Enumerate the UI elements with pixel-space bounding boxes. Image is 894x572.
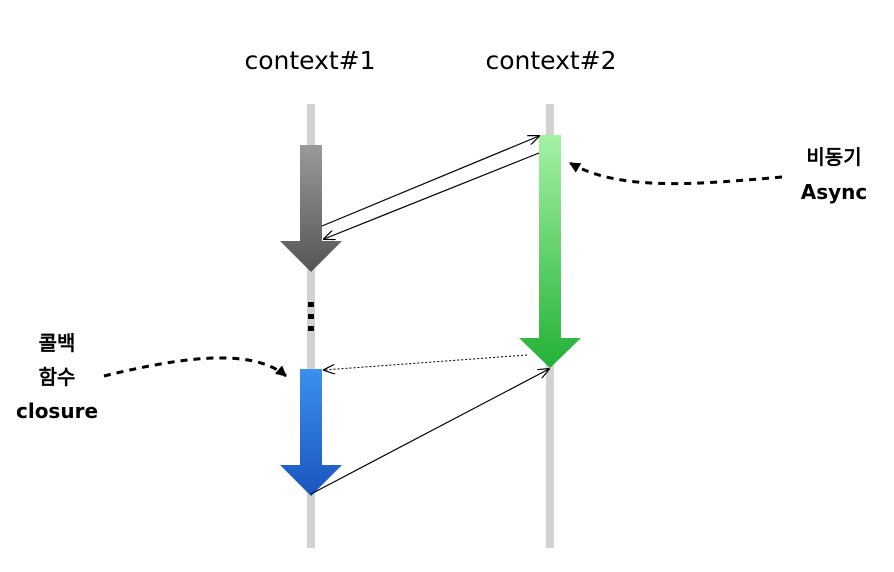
callback-return-line (310, 369, 549, 495)
callback-label-line2: 함수 (39, 365, 76, 389)
async-label-english: Async (801, 180, 868, 204)
async-call-line (321, 136, 539, 227)
context-1-label: context#1 (244, 46, 375, 75)
callback-label-line1: 콜백 (39, 331, 76, 355)
context-2-label: context#2 (485, 46, 616, 75)
callback-pointer-dashed-arrow (103, 356, 287, 378)
green-async-arrow (519, 135, 581, 368)
immediate-return-line (324, 152, 540, 239)
async-pointer-dashed-arrow (569, 161, 783, 186)
async-label-korean: 비동기 (806, 145, 861, 169)
gray-execution-arrow (280, 145, 342, 272)
ellipsis-icon (308, 302, 314, 331)
callback-label-line3: closure (16, 399, 98, 423)
callback-invoke-dotted-line (324, 354, 528, 370)
blue-callback-arrow (280, 369, 342, 496)
